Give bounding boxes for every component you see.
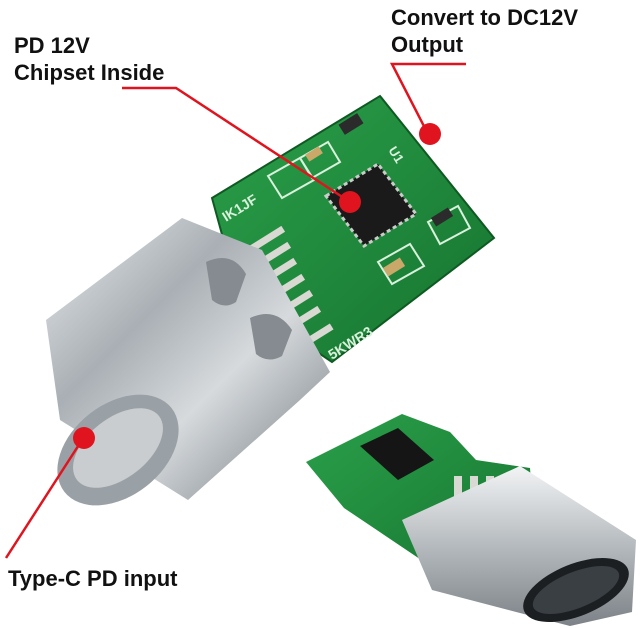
callout-dot-input <box>73 427 95 449</box>
silkscreen-chip: U1 <box>385 144 407 166</box>
callout-dot-chipset <box>339 191 361 213</box>
chipset-label-line2: Chipset Inside <box>14 60 165 85</box>
usb-c-connector-large <box>46 218 330 506</box>
chipset-callout-label: PD 12V Chipset Inside <box>14 32 164 86</box>
output-label-line2: Output <box>391 32 464 57</box>
usb-c-module-small <box>306 414 636 626</box>
callout-dot-output <box>419 123 441 145</box>
chipset-label-line1: PD 12V <box>14 33 90 58</box>
output-label-line1: Convert to DC12V <box>391 5 579 30</box>
callout-lines <box>4 62 466 559</box>
output-callout-label: Convert to DC12V Output <box>391 4 578 58</box>
input-callout-label: Type-C PD input <box>8 566 178 591</box>
